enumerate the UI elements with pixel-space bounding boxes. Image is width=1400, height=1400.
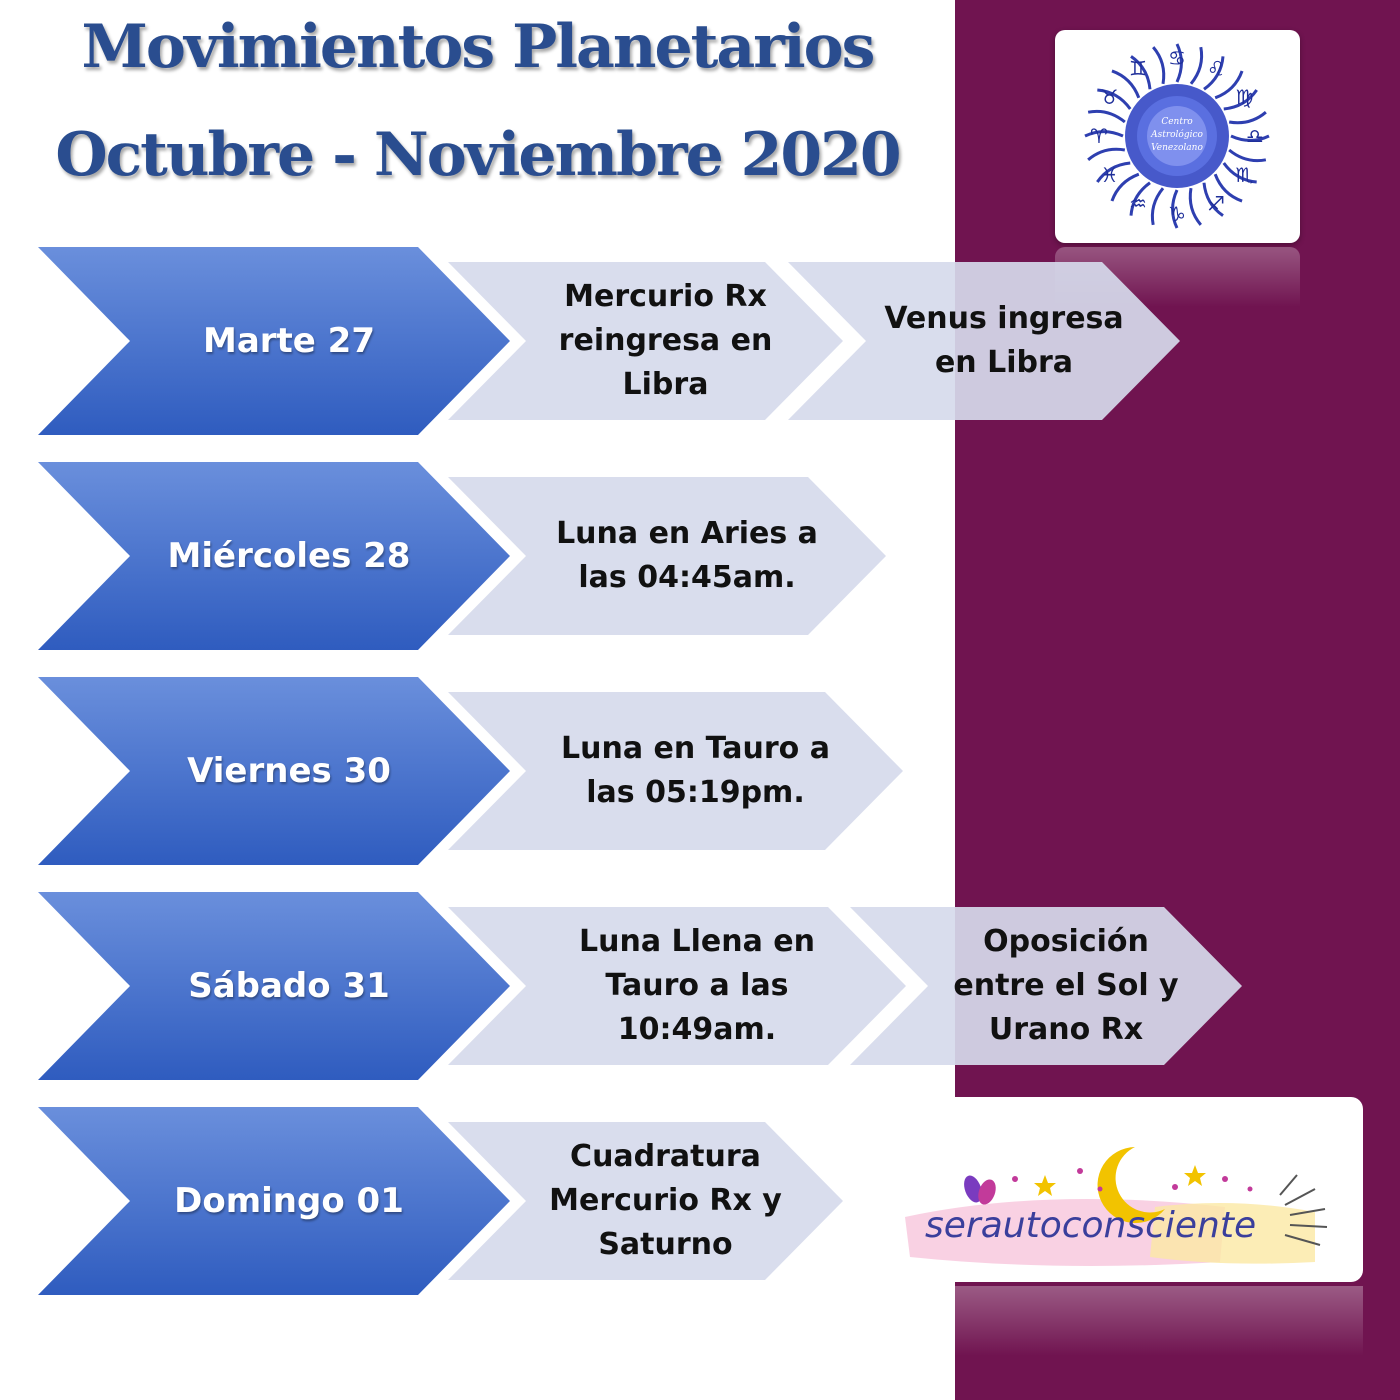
brand-text: serautoconsciente <box>925 1205 1256 1246</box>
svg-text:♓: ♓ <box>1101 163 1119 187</box>
svg-text:♍: ♍ <box>1236 85 1254 109</box>
event-chevron: Oposición entre el Sol y Urano Rx <box>850 907 1242 1065</box>
event-text-line: Mercurio Rx <box>564 279 767 314</box>
page-title: Movimientos Planetarios <box>81 12 876 82</box>
event-text-line: en Libra <box>934 345 1074 380</box>
svg-text:♉: ♉ <box>1101 85 1119 109</box>
event-chevron: Luna en Aries a las 04:45am. <box>448 477 886 635</box>
event-chevron: Mercurio Rx reingresa en Libra <box>448 262 843 420</box>
event-text: Luna en Tauro a las 05:19pm. <box>448 692 903 850</box>
event-text-line: Mercurio Rx y <box>549 1183 782 1218</box>
svg-text:♑: ♑ <box>1168 202 1186 226</box>
day-label: Sábado 31 <box>188 966 390 1006</box>
event-text-line: Venus ingresa <box>884 301 1124 336</box>
day-label: Domingo 01 <box>174 1181 404 1221</box>
event-text-line: entre el Sol y <box>953 968 1179 1003</box>
event-text: Oposición entre el Sol y Urano Rx <box>850 907 1242 1065</box>
event-chevron: Venus ingresa en Libra <box>788 262 1180 420</box>
zodiac-wheel-icon: Centro Astrológico Venezolano ♈ ♉ ♊ ♋ ♌ ♍ ♎ ♏ ♐ ♑… <box>1084 43 1270 229</box>
day-label: Marte 27 <box>202 321 375 361</box>
brand-reflection <box>895 1286 1363 1356</box>
svg-text:Venezolano: Venezolano <box>1151 143 1203 153</box>
svg-text:♊: ♊ <box>1129 57 1147 81</box>
svg-text:♐: ♐ <box>1207 192 1225 216</box>
event-text-line: Saturno <box>598 1227 733 1262</box>
day-chevron: Marte 27 <box>38 247 510 435</box>
event-chevron: Luna en Tauro a las 05:19pm. <box>448 692 903 850</box>
centro-astrologico-logo: Centro Astrológico Venezolano ♈ ♉ ♊ ♋ ♌ ♍ ♎ ♏ ♐ ♑… <box>1055 30 1300 243</box>
day-label: Miércoles 28 <box>167 536 411 576</box>
serautoconsciente-logo: serautoconsciente <box>895 1097 1363 1282</box>
event-text: Luna en Aries a las 04:45am. <box>448 477 886 635</box>
event-text-line: Luna en Tauro a <box>561 731 830 766</box>
svg-text:♎: ♎ <box>1246 124 1264 148</box>
event-text-line: Cuadratura <box>570 1139 761 1174</box>
svg-text:Astrológico: Astrológico <box>1150 129 1203 140</box>
day-chevron: Miércoles 28 <box>38 462 510 650</box>
event-text-line: 10:49am. <box>617 1012 777 1047</box>
event-text: Venus ingresa en Libra <box>788 262 1180 420</box>
event-text-line: Libra <box>622 367 709 402</box>
day-chevron: Viernes 30 <box>38 677 510 865</box>
page-subtitle: Octubre - Noviembre 2020 <box>55 120 901 190</box>
svg-text:♏: ♏ <box>1236 163 1254 187</box>
event-text: Mercurio Rx reingresa en Libra <box>448 262 843 420</box>
event-text-line: las 04:45am. <box>578 560 796 595</box>
event-text-line: Luna Llena en <box>578 924 815 959</box>
svg-text:♋: ♋ <box>1168 46 1186 70</box>
svg-text:♈: ♈ <box>1090 124 1108 148</box>
event-text: Luna Llena en Tauro a las 10:49am. <box>448 907 906 1065</box>
event-chevron: Luna Llena en Tauro a las 10:49am. <box>448 907 906 1065</box>
svg-text:♒: ♒ <box>1129 192 1147 216</box>
butterfly-moon-stars-icon: serautoconsciente <box>905 1147 1328 1266</box>
event-text-line: Tauro a las <box>605 968 789 1003</box>
day-chevron: Sábado 31 <box>38 892 510 1080</box>
event-text-line: las 05:19pm. <box>586 775 805 810</box>
svg-text:Centro: Centro <box>1161 117 1193 127</box>
day-label: Viernes 30 <box>187 751 391 791</box>
event-text-line: Luna en Aries a <box>556 516 818 551</box>
svg-text:♌: ♌ <box>1207 57 1225 81</box>
event-text-line: Urano Rx <box>988 1012 1144 1047</box>
event-text-line: reingresa en <box>558 323 773 358</box>
event-text-line: Oposición <box>983 924 1149 959</box>
day-chevron: Domingo 01 <box>38 1107 510 1295</box>
